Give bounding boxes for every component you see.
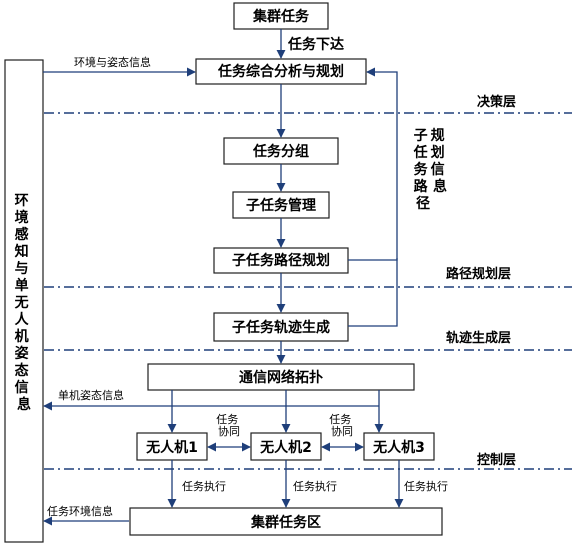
path-plan-box [213,247,349,274]
env-info-label: 任务环境信息 [47,504,113,518]
coop-label-b: 任务 协同 [329,413,355,438]
subpath-info-label: 子 任 务 路 径 [413,128,433,212]
analysis-box [195,58,367,85]
uav2-box [250,432,322,461]
area-label: 集群任务区 [250,514,321,531]
area-box [129,507,443,536]
grouping-label: 任务分组 [252,143,309,160]
feedback-trajectory-line [348,258,398,327]
exec1-label: 任务执行 [182,479,226,493]
subtask-mgmt-box [232,191,330,219]
uav1-label: 无人机1 [145,439,198,456]
path-plan-label: 子任务路径规划 [232,252,330,269]
exec2-label: 任务执行 [293,479,337,493]
side-box-label: 环 境 感 知 与 单 无 人 机 姿 态 信 息 [14,193,34,413]
network-box [147,363,415,391]
network-label: 通信网络拓扑 [239,369,323,386]
cluster-task-box [233,2,329,30]
coop-label-a: 任务 协同 [216,413,242,438]
analysis-label: 任务综合分析与规划 [217,63,344,80]
layer-path: 路径规划层 [446,266,511,282]
uav3-label: 无人机3 [372,439,425,456]
dispatch-label: 任务下达 [287,36,344,53]
side-box [4,59,44,543]
uav1-box [136,432,208,461]
trajectory-box [213,312,349,342]
feedback-path-arrow [348,67,398,261]
layer-decision: 决策层 [477,94,516,110]
subtask-mgmt-label: 子任务管理 [246,197,316,214]
uav3-box [363,432,435,461]
uav2-label: 无人机2 [259,439,312,456]
single-attitude-label: 单机姿态信息 [58,388,124,402]
env-attitude-label: 环境与姿态信息 [74,55,151,69]
exec3-label: 任务执行 [404,479,448,493]
grouping-box [223,137,339,165]
layer-trajectory: 轨迹生成层 [446,330,511,346]
cluster-task-label: 集群任务 [252,8,310,25]
trajectory-label: 子任务轨迹生成 [232,319,330,336]
subpath-info-label-b: 规 划 信 息 [431,128,450,195]
layer-control: 控制层 [477,452,516,468]
